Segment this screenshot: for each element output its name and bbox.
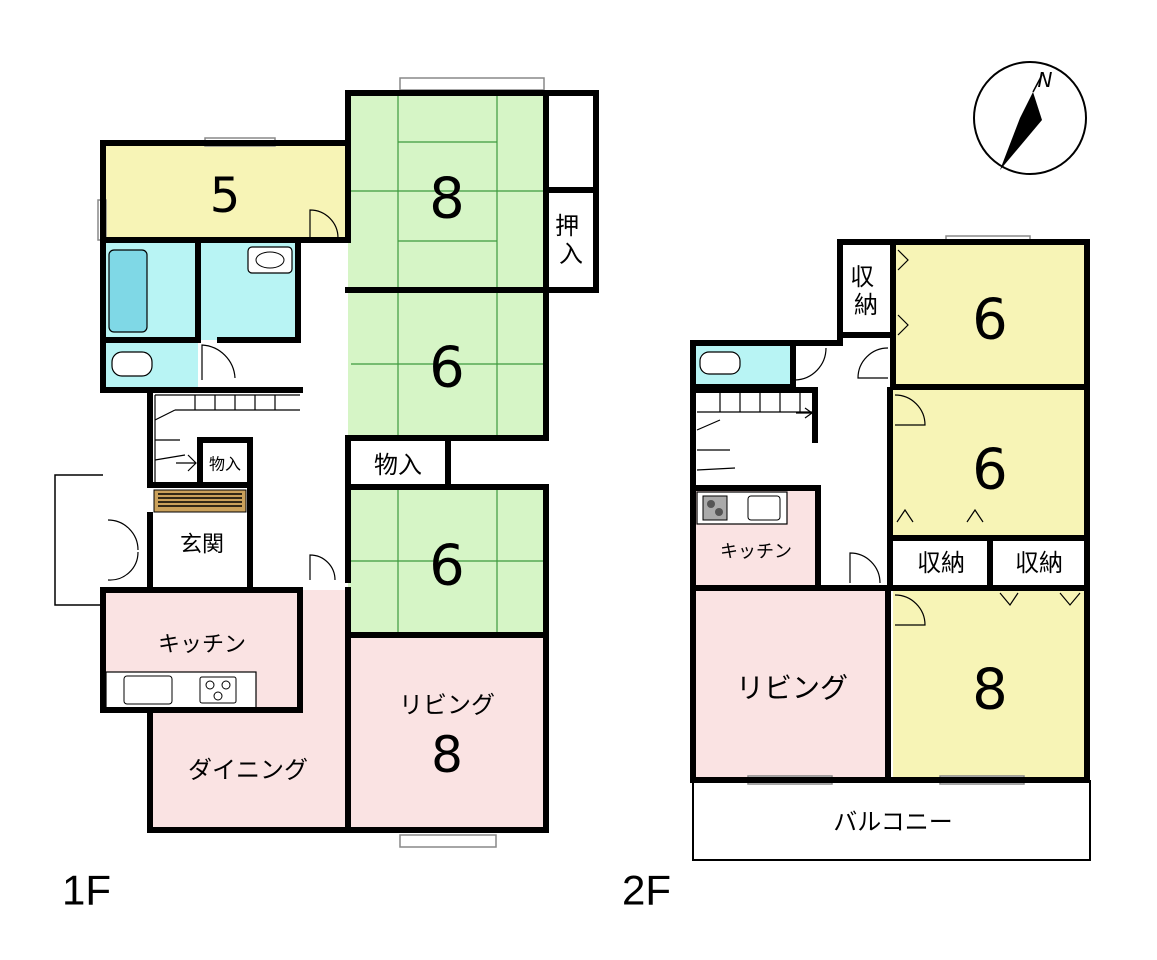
wash-basin bbox=[247, 246, 293, 274]
stairs2 bbox=[696, 391, 815, 471]
floor1-fills bbox=[103, 93, 546, 830]
north-compass: N bbox=[973, 61, 1087, 175]
mono-label: 物入 bbox=[374, 451, 422, 479]
washitsu8-label: 8 bbox=[429, 167, 465, 232]
oshiire-label-1: 押 bbox=[555, 212, 579, 240]
toilet2 bbox=[699, 351, 741, 375]
floor1-label: 1F bbox=[62, 867, 111, 914]
living2-label: リビング bbox=[736, 672, 848, 705]
oshiire-label: 押 入 bbox=[555, 212, 587, 268]
room6b-fill bbox=[893, 390, 1087, 538]
room8-2f-label: 8 bbox=[972, 658, 1008, 723]
bathtub bbox=[108, 249, 148, 333]
kitchen1-label: キッチン bbox=[158, 633, 246, 658]
floor2-fills bbox=[693, 242, 1087, 857]
stairs1 bbox=[154, 394, 300, 485]
kitchen2-stove bbox=[702, 495, 728, 521]
compass-letter: N bbox=[1038, 68, 1053, 92]
kitchen2-label: キッチン bbox=[720, 542, 792, 563]
shuno2-label: 収納 bbox=[1015, 549, 1063, 577]
balcony-outline bbox=[692, 780, 1091, 861]
shuno-v-label-1: 収 bbox=[850, 263, 874, 291]
shuno1-label: 収納 bbox=[917, 549, 965, 577]
kitchen1-sink bbox=[123, 675, 173, 705]
kitchen1-stove bbox=[199, 676, 237, 704]
living1-size: 8 bbox=[431, 726, 463, 784]
porch bbox=[54, 474, 103, 606]
floor1-doors bbox=[107, 209, 339, 581]
mono-small-label: 物入 bbox=[209, 455, 241, 474]
living1-fill bbox=[348, 637, 546, 830]
washitsu6b-label: 6 bbox=[429, 534, 465, 599]
washitsu6a-label: 6 bbox=[429, 336, 465, 401]
room5-fill bbox=[103, 143, 348, 239]
floor2-label: 2F bbox=[622, 867, 671, 914]
room6a-fill bbox=[893, 242, 1087, 387]
genkan-label: 玄関 bbox=[180, 533, 224, 558]
room5-label: 5 bbox=[210, 168, 241, 224]
room6b-2f-label: 6 bbox=[972, 438, 1008, 503]
oshiire-label-2: 入 bbox=[559, 240, 583, 268]
toilet1 bbox=[111, 351, 153, 377]
shuno-v-label: 収 納 bbox=[850, 263, 882, 319]
floor2-doors bbox=[794, 249, 1081, 626]
compass-needle-outline bbox=[1032, 74, 1043, 93]
living2-fill bbox=[693, 588, 888, 780]
room8-2f-fill bbox=[893, 588, 1087, 780]
room6a-2f-label: 6 bbox=[972, 288, 1008, 353]
tatami-lines bbox=[351, 96, 546, 633]
living1-label: リビング bbox=[399, 691, 495, 719]
shuno-v-label-2: 納 bbox=[854, 291, 878, 319]
balcony-fill bbox=[693, 782, 1087, 857]
dining-label: ダイニング bbox=[188, 756, 308, 784]
floor1-walls bbox=[100, 90, 599, 833]
compass-needle-icon bbox=[1000, 92, 1042, 170]
kitchen2-sink bbox=[747, 495, 781, 521]
balcony-label: バルコニー bbox=[833, 808, 953, 836]
